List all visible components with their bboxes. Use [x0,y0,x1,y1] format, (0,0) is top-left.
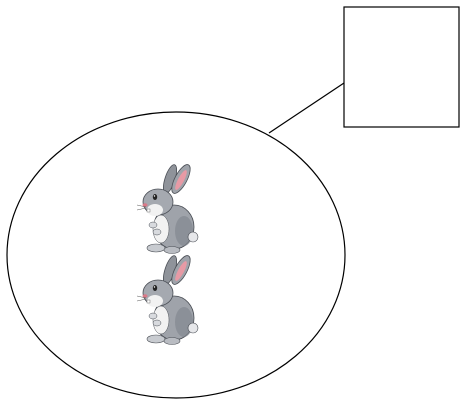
rabbit-icon [137,162,198,253]
set-oval [7,112,345,398]
connector-line [269,83,344,133]
answer-box[interactable] [344,7,459,127]
rabbit-icon [137,253,198,344]
